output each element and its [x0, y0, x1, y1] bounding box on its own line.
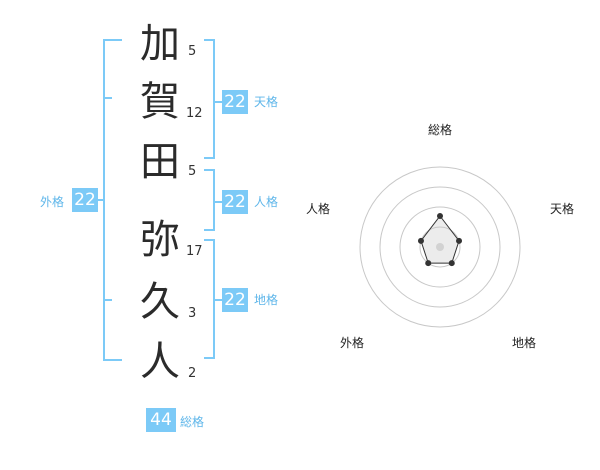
surname-char-3: 田 — [140, 139, 180, 185]
chikaku-value-badge: 22 — [222, 288, 248, 312]
radar-ring — [359, 166, 521, 328]
stroke-count: 5 — [188, 164, 197, 179]
radar-label-gaikaku: 外格 — [339, 336, 364, 350]
radar-label-chikaku: 地格 — [511, 336, 536, 350]
tenkaku-label: 天格 — [254, 95, 279, 109]
radar-center — [436, 243, 444, 251]
surname-char-2: 賀 — [140, 79, 180, 125]
stroke-count: 17 — [186, 244, 203, 259]
jinkaku-value-badge: 22 — [222, 190, 248, 214]
soukaku-value-badge: 44 — [146, 408, 176, 432]
radar-point — [456, 237, 463, 244]
radar-ring — [419, 226, 461, 268]
radar-ring — [379, 186, 501, 308]
tenkaku-bracket — [204, 39, 215, 159]
radar-polygon — [420, 215, 460, 264]
stroke-count: 12 — [186, 106, 203, 121]
gaikaku-label: 外格 — [40, 195, 65, 209]
given-char-1: 弥 — [140, 217, 180, 263]
radar-label-soukaku: 総格 — [427, 123, 452, 137]
gaikaku-value-badge: 22 — [72, 188, 98, 212]
given-char-3: 人 — [140, 339, 180, 385]
surname-char-1: 加 — [140, 21, 180, 67]
stroke-count: 5 — [188, 44, 197, 59]
given-char-2: 久 — [140, 279, 180, 325]
stroke-count: 2 — [188, 366, 197, 381]
radar-point — [448, 260, 455, 267]
radar-label-jinkaku: 人格 — [305, 202, 330, 216]
radar-point — [425, 260, 432, 267]
radar-label-tenkaku: 天格 — [549, 202, 574, 216]
radar-point — [417, 237, 424, 244]
soukaku-label: 総格 — [180, 415, 205, 429]
radar-ring — [399, 206, 481, 288]
jinkaku-bracket — [204, 169, 215, 231]
tenkaku-value-badge: 22 — [222, 90, 248, 114]
jinkaku-label: 人格 — [254, 195, 279, 209]
radar-point — [437, 213, 443, 219]
chikaku-label: 地格 — [254, 293, 279, 307]
stroke-count: 3 — [188, 306, 197, 321]
